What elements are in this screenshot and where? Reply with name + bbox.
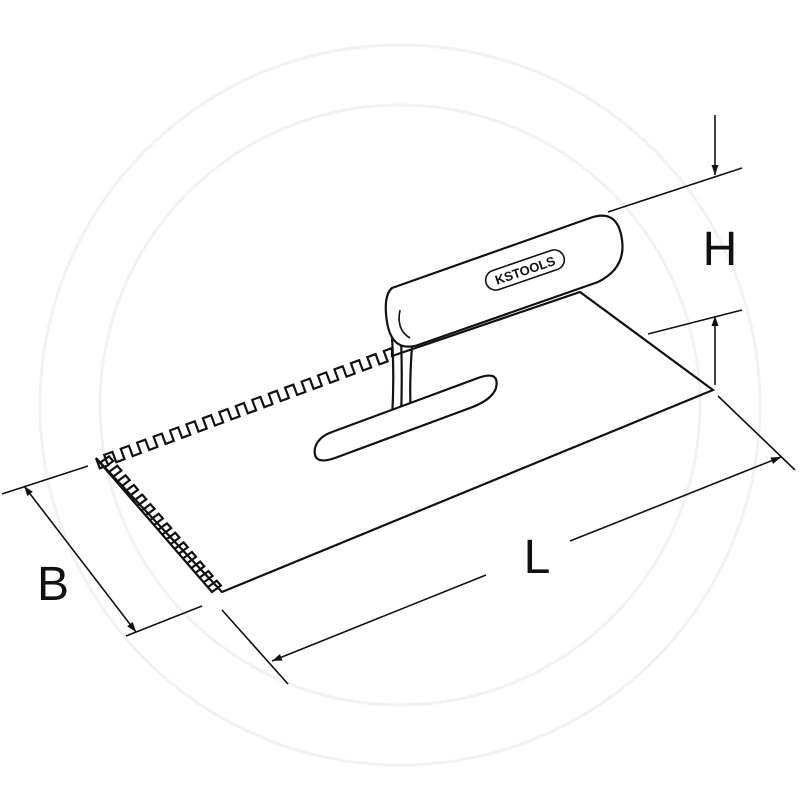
length-label: L — [524, 531, 551, 584]
dimension-lines — [23, 115, 782, 662]
length-dimension-line-b — [569, 456, 782, 542]
width-dimension-line — [23, 485, 137, 633]
width-label: B — [37, 558, 69, 611]
length-dimension-line-a — [271, 574, 487, 662]
extension-lines — [1, 167, 796, 685]
handle-base-plate — [313, 374, 498, 462]
watermark — [38, 43, 762, 767]
height-label: H — [703, 223, 738, 276]
logo-ks-text: KS — [493, 268, 515, 288]
trowel-blade — [94, 290, 716, 594]
